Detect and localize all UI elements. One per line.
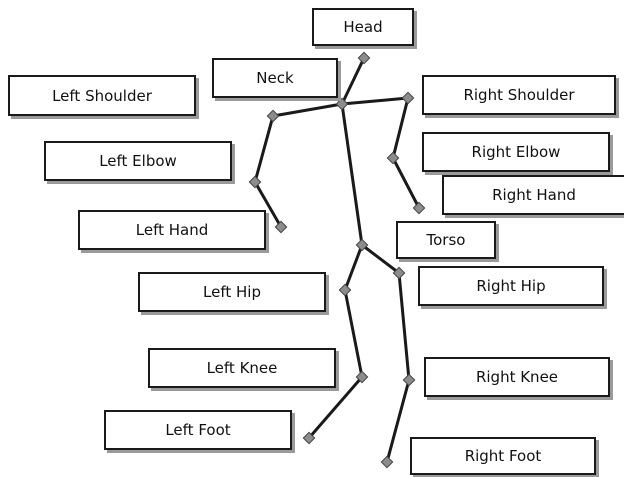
label-head: Head — [312, 8, 414, 46]
bone-right-forearm — [393, 158, 419, 208]
bone-right-pelvis — [362, 245, 399, 273]
label-left-elbow: Left Elbow — [44, 141, 232, 181]
label-left-shoulder: Left Shoulder — [8, 75, 196, 116]
label-torso: Torso — [396, 221, 496, 259]
bone-left-upper-arm — [255, 116, 273, 182]
bone-spine — [342, 104, 362, 245]
joint-right-shoulder — [402, 92, 413, 103]
joint-left-shoulder — [267, 110, 278, 121]
joint-right-knee — [403, 374, 414, 385]
label-left-knee: Left Knee — [148, 348, 336, 388]
label-right-foot: Right Foot — [410, 437, 596, 475]
bone-left-pelvis — [345, 245, 362, 290]
joint-right-hand — [413, 202, 424, 213]
bone-right-shin — [387, 380, 409, 462]
bone-neck-left-shoulder — [273, 104, 342, 116]
bone-right-thigh — [399, 273, 409, 380]
bone-head-neck — [342, 58, 364, 104]
label-right-knee: Right Knee — [424, 357, 610, 397]
bone-neck-right-shoulder — [342, 98, 408, 104]
joint-neck — [336, 98, 347, 109]
bone-right-upper-arm — [393, 98, 408, 158]
label-left-hip: Left Hip — [138, 272, 326, 312]
label-left-hand: Left Hand — [78, 210, 266, 250]
label-left-foot: Left Foot — [104, 410, 292, 450]
joint-head — [358, 52, 369, 63]
joint-right-elbow — [387, 152, 398, 163]
label-right-hip: Right Hip — [418, 266, 604, 306]
label-right-shoulder: Right Shoulder — [422, 75, 616, 115]
joint-right-foot — [381, 456, 392, 467]
bone-left-thigh — [345, 290, 362, 377]
joint-left-hip — [339, 284, 350, 295]
label-right-hand: Right Hand — [442, 175, 624, 215]
label-right-elbow: Right Elbow — [422, 132, 610, 172]
label-neck: Neck — [212, 58, 338, 98]
